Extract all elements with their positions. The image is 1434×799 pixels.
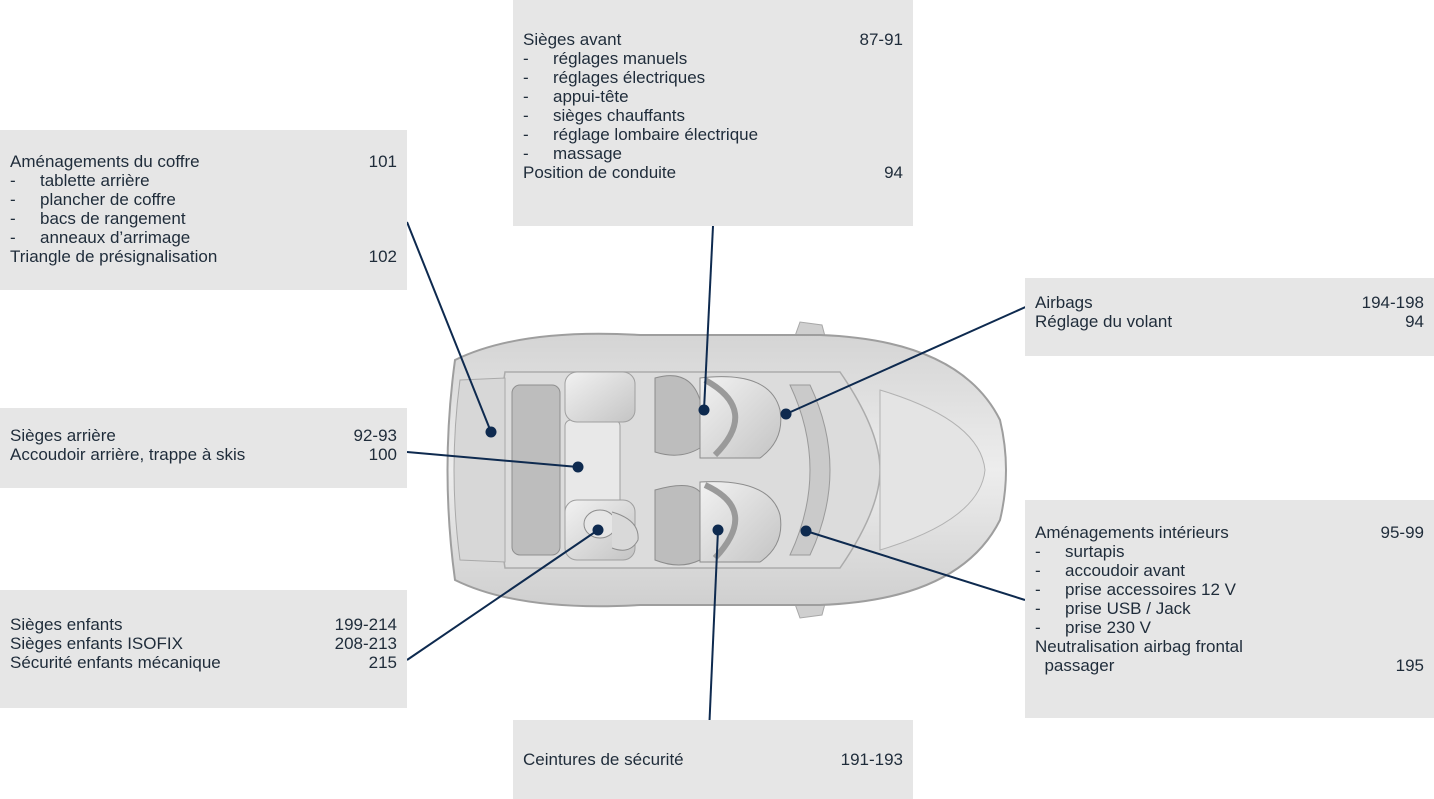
steering-page: 94 [1405,312,1424,331]
list-item: -massage [523,144,622,163]
interior-footer: Neutralisation airbag frontal passager [1035,637,1243,675]
front-right-belt [703,482,739,561]
front-seats-page: 87-91 [859,30,903,49]
rear-seats-page: 92-93 [353,426,397,445]
marker-front-seats [698,404,710,416]
callout-airbags: Airbags 194-198 Réglage du volant 94 [1025,278,1434,356]
rear-seats-label: Sièges arrière [10,426,116,445]
list-item: -surtapis [1035,542,1125,561]
front-left-seat [699,376,782,459]
belts-page: 191-193 [840,750,903,769]
marker-airbags [780,408,792,420]
front-seats-footer: Position de conduite [523,163,677,182]
airbags-page: 194-198 [1361,293,1424,312]
belts-label: Ceintures de sécurité [523,750,684,769]
leader-airbags [785,304,1031,415]
marker-interior [800,525,812,537]
list-item: -réglage lombaire électrique [523,125,759,144]
list-item: -sièges chauffants [523,106,685,125]
list-item: -réglages électriques [523,68,706,87]
front-seats-footer-page: 94 [884,163,903,182]
boot-footer: Triangle de présignalisation [10,247,218,266]
child-seats-page: 199-214 [334,615,397,634]
front-left-seat-back [654,375,701,456]
child-lock-page: 215 [368,653,397,672]
isofix-page: 208-213 [334,634,397,653]
list-item: -anneaux d’arrimage [10,228,191,247]
interior-title: Aménagements intérieurs [1035,523,1229,542]
steering-label: Réglage du volant [1035,312,1173,331]
list-item: -réglages manuels [523,49,688,68]
child-body [611,511,639,551]
callout-rear-seats: Sièges arrière 92-93 Accoudoir arrière, … [0,408,407,488]
dashboard [789,384,831,556]
front-right-seat-back [654,485,701,566]
list-item: -tablette arrière [10,171,150,190]
callout-seat-belts: Ceintures de sécurité 191-193 [513,720,913,799]
callout-boot: Aménagements du coffre 101 -tablette arr… [0,130,407,290]
isofix-label: Sièges enfants ISOFIX [10,634,183,653]
boot-area [453,377,506,563]
child-seats-label: Sièges enfants [10,615,123,634]
rear-armrest-label: Accoudoir arrière, trappe à skis [10,445,246,464]
boot-title: Aménagements du coffre [10,152,200,171]
list-item: -prise accessoires 12 V [1035,580,1237,599]
rear-bench-back [511,384,561,556]
marker-child-seats [592,524,604,536]
leader-front-seats [703,225,714,411]
leader-child-seats [406,529,599,661]
rear-left-seat [564,371,636,423]
callout-interior: Aménagements intérieurs 95-99 -surtapis … [1025,500,1434,718]
interior-page: 95-99 [1380,523,1424,542]
front-seats-title: Sièges avant [523,30,622,49]
hood [879,389,986,551]
front-left-belt [703,377,739,458]
front-right-seat [699,481,782,563]
list-item: -prise USB / Jack [1035,599,1191,618]
leader-boot [406,221,492,433]
airbags-label: Airbags [1035,293,1093,312]
list-item: -appui-tête [523,87,629,106]
list-item: -bacs de rangement [10,209,186,228]
marker-rear-seats [572,461,584,473]
callout-front-seats: Sièges avant 87-91 -réglages manuels -ré… [513,0,913,226]
marker-belts [712,524,724,536]
rear-armrest-page: 100 [368,445,397,464]
leader-rear-seats [406,451,579,468]
boot-page: 101 [368,152,397,171]
child-lock-label: Sécurité enfants mécanique [10,653,221,672]
marker-boot [485,426,497,438]
leader-interior [805,530,1026,601]
list-item: -accoudoir avant [1035,561,1186,580]
boot-footer-page: 102 [368,247,397,266]
list-item: -plancher de coffre [10,190,176,209]
callout-child-seats: Sièges enfants 199-214 Sièges enfants IS… [0,590,407,708]
interior-footer-page: 195 [1395,656,1424,675]
list-item: -prise 230 V [1035,618,1151,637]
